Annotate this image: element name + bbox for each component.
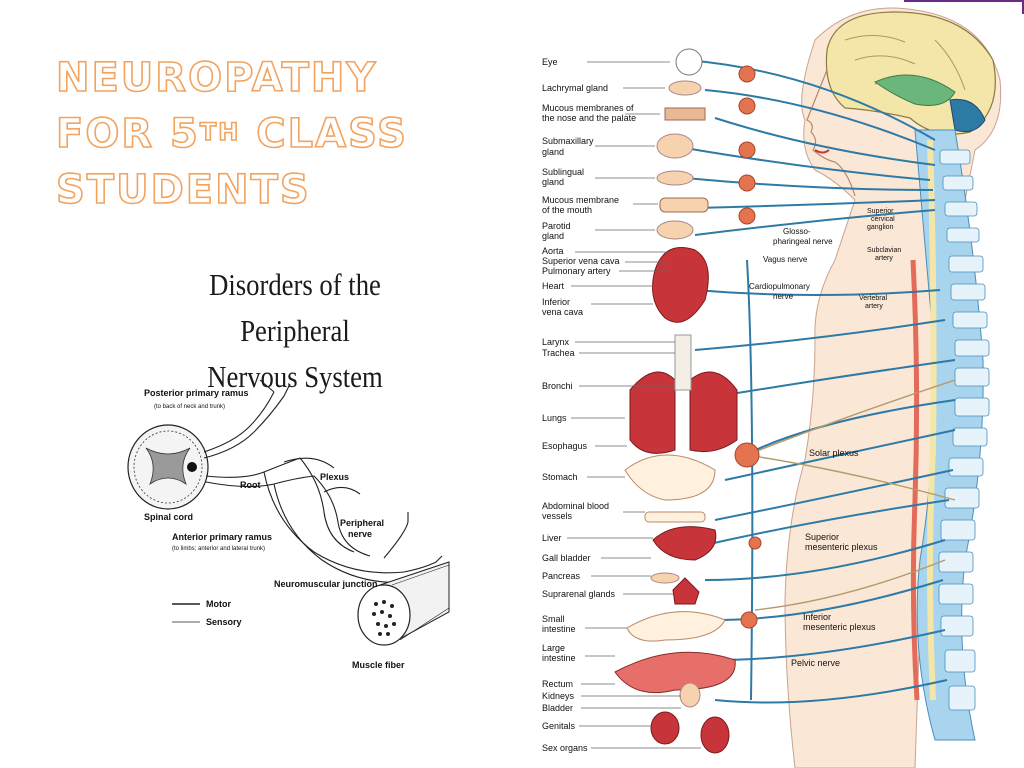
label-sup-cervical-1: Superior xyxy=(867,208,894,215)
label-subclavian-2: artery xyxy=(875,255,893,262)
lung-icon xyxy=(629,371,676,454)
eye-icon xyxy=(675,48,703,76)
label-sup-mesenteric-1: Superior xyxy=(805,532,839,542)
label-organ: vessels xyxy=(542,511,573,521)
label-organ: Esophagus xyxy=(542,441,588,451)
label-sensory: Sensory xyxy=(206,617,242,627)
label-peripheral: Peripheral xyxy=(340,518,384,528)
label-organ: Kidneys xyxy=(542,691,575,701)
label-organ: Parotid xyxy=(542,221,571,231)
label-organ: Lungs xyxy=(542,413,567,423)
label-organ: Pulmonary artery xyxy=(542,266,611,276)
label-organ: Large xyxy=(542,643,565,653)
label-organ: Inferior xyxy=(542,297,570,307)
label-subclavian-1: Subclavian xyxy=(867,247,901,254)
label-nerve: nerve xyxy=(348,529,372,539)
label-sup-mesenteric-2: mesenteric plexus xyxy=(805,542,878,552)
label-organ: gland xyxy=(542,231,564,241)
label-pelvic-nerve: Pelvic nerve xyxy=(791,658,840,668)
label-organ: Bladder xyxy=(542,703,573,713)
label-muscle-fiber: Muscle fiber xyxy=(352,660,405,670)
label-organ: the nose and the palate xyxy=(542,113,636,123)
label-organ: Aorta xyxy=(542,246,564,256)
heart-icon xyxy=(652,247,709,323)
label-vagus: Vagus nerve xyxy=(763,255,808,264)
label-organ: Rectum xyxy=(542,679,573,689)
pns-heading-line-1: Disorders of the Peripheral xyxy=(209,267,381,348)
label-inf-mesenteric-2: mesenteric plexus xyxy=(803,622,876,632)
label-organ: Stomach xyxy=(542,472,578,482)
label-sup-cervical-3: ganglion xyxy=(867,224,894,231)
title-line-1: NEUROPATHY xyxy=(55,54,378,102)
organs xyxy=(614,48,738,754)
organ-labels: Eye Lachrymal gland Mucous membranes of … xyxy=(542,57,636,753)
label-solar-plexus: Solar plexus xyxy=(809,448,859,458)
label-organ: Larynx xyxy=(542,337,570,347)
title-line-3: STUDENTS xyxy=(55,166,311,214)
label-organ: of the mouth xyxy=(542,205,592,215)
nerve-labels: Glosso- pharingeal nerve Vagus nerve Car… xyxy=(749,208,901,668)
label-anterior-ramus-sub: (to limbs; anterior and lateral trunk) xyxy=(172,546,265,552)
label-organ: intestine xyxy=(542,624,576,634)
label-plexus: Plexus xyxy=(320,472,349,482)
label-glosso-2: pharingeal nerve xyxy=(773,237,833,246)
label-posterior-ramus: Posterior primary ramus xyxy=(144,388,249,398)
face-profile xyxy=(806,69,856,197)
pns-heading-line-2: Nervous System xyxy=(207,359,383,394)
label-organ: Bronchi xyxy=(542,381,573,391)
label-organ: Superior vena cava xyxy=(542,256,620,266)
label-organ: Trachea xyxy=(542,348,575,358)
pns-heading: Disorders of the Peripheral Nervous Syst… xyxy=(162,262,429,400)
label-vertebral-2: artery xyxy=(865,303,883,310)
label-glosso-1: Glosso- xyxy=(783,227,811,236)
label-organ: Abdominal blood xyxy=(542,501,609,511)
label-organ: Mucous membranes of xyxy=(542,103,634,113)
label-organ: gland xyxy=(542,147,564,157)
label-vertebral-1: Vertebral xyxy=(859,295,887,302)
label-inf-mesenteric-1: Inferior xyxy=(803,612,831,622)
label-organ: Sex organs xyxy=(542,743,588,753)
leader-lines xyxy=(567,61,701,749)
label-organ: Liver xyxy=(542,533,562,543)
label-spinal-cord: Spinal cord xyxy=(144,512,193,522)
title-superscript: TH xyxy=(199,117,241,147)
spine xyxy=(914,129,990,741)
label-root: Root xyxy=(240,480,261,490)
label-organ: Genitals xyxy=(542,721,576,731)
label-motor: Motor xyxy=(206,599,231,609)
label-organ: Sublingual xyxy=(542,167,584,177)
label-anterior-ramus: Anterior primary ramus xyxy=(172,532,272,542)
slide-border-accent-top xyxy=(904,0,1024,2)
label-organ: Eye xyxy=(542,57,558,67)
label-organ: Heart xyxy=(542,281,565,291)
ganglia xyxy=(734,65,762,629)
label-organ: intestine xyxy=(542,653,576,663)
label-sup-cervical-2: cervical xyxy=(871,216,895,223)
label-cardio-2: nerve xyxy=(773,292,794,301)
label-organ: Pancreas xyxy=(542,571,581,581)
label-posterior-ramus-sub: (to back of neck and trunk) xyxy=(154,404,225,410)
autonomic-nervous-system-diagram: Eye Lachrymal gland Mucous membranes of … xyxy=(542,7,1002,768)
label-neuromuscular-junction: Neuromuscular junction xyxy=(274,579,378,589)
label-cardio-1: Cardiopulmonary xyxy=(749,282,810,291)
label-organ: Suprarenal glands xyxy=(542,589,616,599)
label-organ: vena cava xyxy=(542,307,583,317)
muscle-fiber xyxy=(357,561,450,646)
label-organ: gland xyxy=(542,177,564,187)
liver-icon xyxy=(652,526,717,561)
label-organ: Mucous membrane xyxy=(542,195,619,205)
nerve-pathways xyxy=(684,59,956,704)
label-organ: Small xyxy=(542,614,565,624)
nerve-fibers xyxy=(203,379,443,595)
peripheral-nerve-diagram: Posterior primary ramus (to back of neck… xyxy=(127,379,450,670)
slide-border-accent xyxy=(1022,0,1024,14)
title-line-2-pre: FOR 5 xyxy=(55,110,200,158)
label-organ: Gall bladder xyxy=(542,553,591,563)
label-organ: Submaxillary xyxy=(542,136,594,146)
slide-title: NEUROPATHY FOR 5TH CLASS STUDENTS xyxy=(55,50,476,218)
spinal-cord-section xyxy=(127,424,209,510)
label-organ: Lachrymal gland xyxy=(542,83,608,93)
title-line-2-post: CLASS xyxy=(240,110,408,158)
title-line-2: FOR 5TH CLASS xyxy=(55,110,408,158)
